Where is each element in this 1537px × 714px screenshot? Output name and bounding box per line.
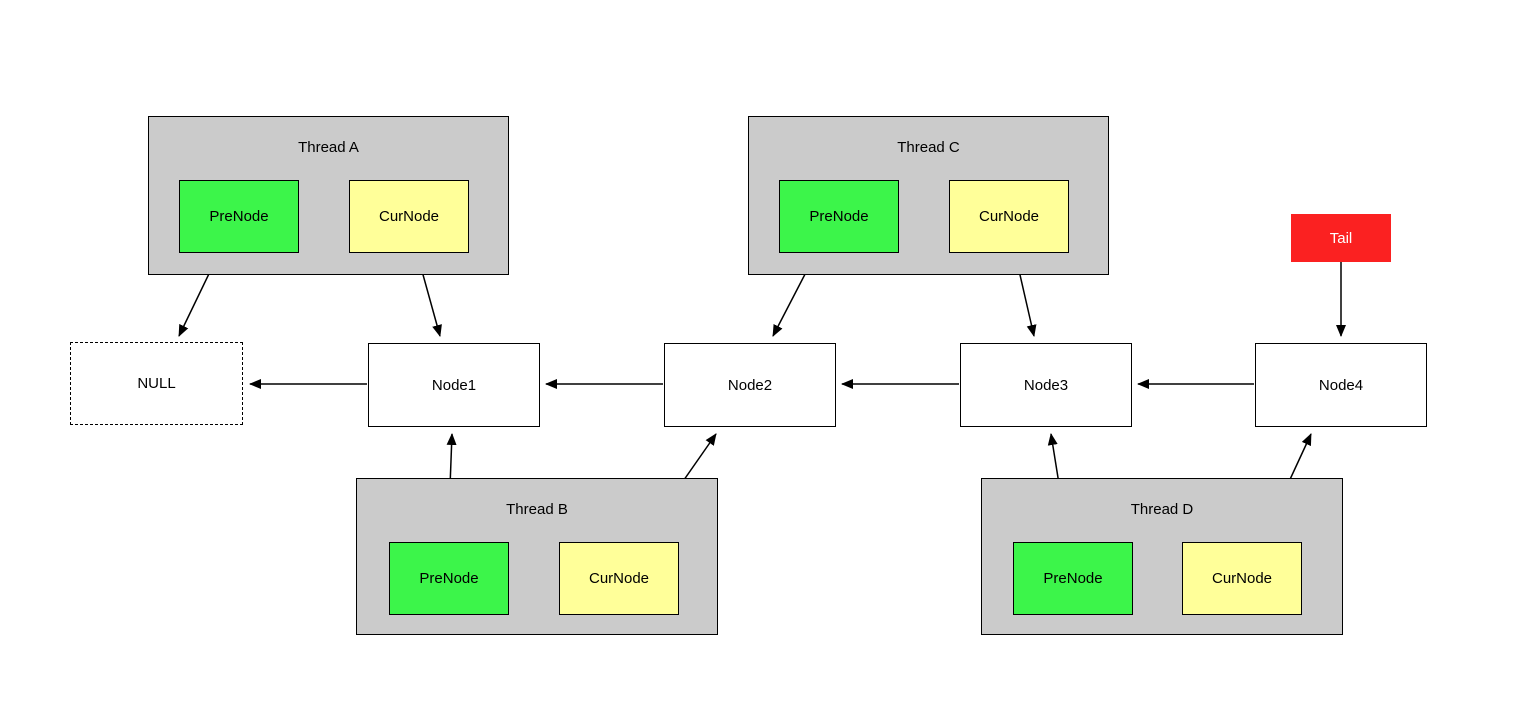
thread-d-box: Thread D PreNode CurNode (981, 478, 1343, 635)
thread-c-box: Thread C PreNode CurNode (748, 116, 1109, 275)
tail-box: Tail (1291, 214, 1391, 262)
thread-d-curnode-box: CurNode (1182, 542, 1302, 615)
node3-box: Node3 (960, 343, 1132, 427)
thread-d-title: Thread D (1130, 501, 1194, 518)
null-node-box: NULL (70, 342, 243, 425)
thread-b-box: Thread B PreNode CurNode (356, 478, 718, 635)
node4-box: Node4 (1255, 343, 1427, 427)
thread-b-curnode-box: CurNode (559, 542, 679, 615)
thread-b-prenode-box: PreNode (389, 542, 509, 615)
thread-b-title: Thread B (506, 501, 568, 518)
node2-box: Node2 (664, 343, 836, 427)
thread-a-prenode-box: PreNode (179, 180, 299, 253)
thread-a-title: Thread A (298, 139, 359, 156)
thread-a-curnode-box: CurNode (349, 180, 469, 253)
thread-d-prenode-box: PreNode (1013, 542, 1133, 615)
thread-c-prenode-box: PreNode (779, 180, 899, 253)
thread-c-curnode-box: CurNode (949, 180, 1069, 253)
node1-box: Node1 (368, 343, 540, 427)
thread-a-box: Thread A PreNode CurNode (148, 116, 509, 275)
thread-c-title: Thread C (897, 139, 960, 156)
